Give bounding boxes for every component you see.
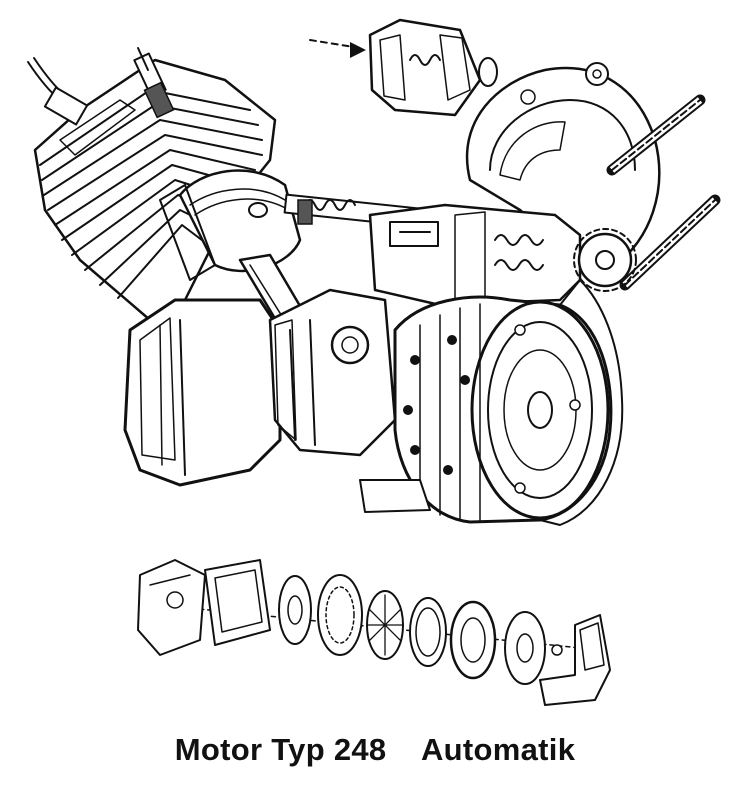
drive-sprocket (573, 228, 637, 292)
piston (159, 169, 302, 281)
exploded-clutch-parts (137, 559, 611, 706)
gear-shaft-assembly (368, 203, 582, 307)
figure-caption: Motor Typ 248 Automatik (0, 732, 750, 768)
caption-variant: Automatik (421, 732, 576, 767)
crankcase (123, 298, 282, 487)
caption-spacer (386, 732, 421, 767)
caption-model: Motor Typ 248 (174, 732, 387, 767)
transmission-cover (465, 62, 661, 267)
bearing-inset-detail (309, 18, 498, 117)
clutch-drum (393, 295, 613, 524)
crankshaft (268, 288, 397, 457)
spark-plug (27, 47, 175, 126)
crankcase-wall (359, 279, 624, 526)
drive-chain (606, 94, 721, 291)
